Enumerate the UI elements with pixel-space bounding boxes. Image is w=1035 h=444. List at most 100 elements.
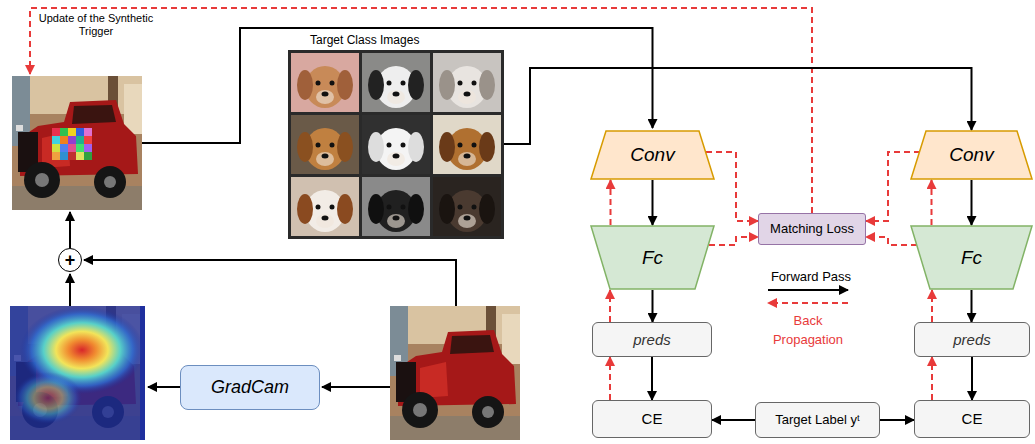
- gradcam-heatmap-part: [10, 306, 145, 440]
- target-class-grid-part: [291, 53, 359, 112]
- forward-wires: [70, 28, 848, 387]
- forward-arrow: [971, 180, 973, 225]
- synthetic-trigger-patch-part: [68, 136, 76, 144]
- backprop-wires: [30, 8, 848, 303]
- forward-wires-part: [84, 260, 456, 306]
- target-class-grid: [288, 50, 504, 239]
- target-class-grid-part: [362, 115, 430, 174]
- forward-wires-part: [142, 28, 653, 143]
- target-class-grid-part: [368, 128, 424, 170]
- forward-wires-part: [69, 274, 71, 306]
- forward-wires-part: [69, 212, 71, 248]
- backprop-arrow: [609, 357, 611, 400]
- target-class-grid-part: [368, 66, 424, 108]
- target-class-grid-part: [288, 50, 504, 239]
- backprop-arrow: [709, 237, 758, 245]
- synthetic-trigger-patch-part: [52, 152, 60, 160]
- node-label: +: [65, 251, 76, 269]
- conv-layer: Conv: [590, 130, 715, 180]
- conv-layer: Conv: [910, 130, 1033, 180]
- target-class-grid-part: [297, 190, 353, 232]
- connectors: [504, 68, 972, 420]
- node-label: CE: [962, 410, 983, 427]
- synthetic-trigger-patch: [52, 128, 92, 160]
- forward-arrow: [971, 290, 973, 322]
- backprop-wires-part: [768, 302, 848, 304]
- fc-layer: Fc: [590, 225, 715, 290]
- target-class-grid-part: [433, 53, 501, 112]
- node-label: preds: [633, 331, 671, 348]
- synthetic-trigger-patch-part: [60, 128, 68, 136]
- node-label: Conv: [949, 144, 993, 166]
- backprop-arrow: [931, 290, 933, 322]
- forward-wires-part: [768, 289, 848, 291]
- node-label: GradCam: [211, 377, 289, 398]
- input-image-part: [390, 306, 520, 440]
- target-class-grid-part: [439, 190, 495, 232]
- backprop-arrow: [931, 180, 933, 225]
- target-class-grid-part: [362, 177, 430, 236]
- backprop-wires-part: [30, 8, 812, 213]
- forward-wires-part: [148, 386, 180, 388]
- gradcam-heatmap-part: [14, 372, 82, 424]
- synthetic-trigger-patch-part: [60, 144, 68, 152]
- forward-arrow: [712, 419, 755, 421]
- image-grid: Target Class Images: [288, 34, 504, 239]
- synthetic-trigger-patch-part: [52, 144, 60, 152]
- target-class-grid-part: [362, 53, 430, 112]
- target-class-grid-part: [368, 190, 424, 232]
- process-box: GradCam: [180, 365, 320, 410]
- forward-arrow: [651, 357, 653, 400]
- synthetic-trigger-patch-part: [68, 152, 76, 160]
- node-label: Target Label yᵗ: [775, 413, 860, 428]
- target-class-grid-part: [291, 115, 359, 174]
- layer-outline: [591, 226, 714, 289]
- trigger-image: [12, 76, 142, 210]
- trigger-image-part: [12, 76, 142, 210]
- target-class-grid-part: [439, 128, 495, 170]
- synthetic-trigger-patch-part: [84, 128, 92, 136]
- node-label: Conv: [630, 144, 674, 166]
- synthetic-trigger-patch-part: [60, 136, 68, 144]
- legend-entry: Back Propagation: [762, 310, 854, 348]
- backprop-arrow: [866, 237, 917, 245]
- loss-box: CE: [592, 400, 712, 438]
- backprop-arrow: [609, 290, 611, 322]
- synthetic-trigger-patch-part: [76, 136, 84, 144]
- sum-circle: +: [58, 248, 82, 272]
- backprop-arrow: [866, 152, 920, 221]
- loss-box: Matching Loss: [758, 213, 866, 245]
- synthetic-trigger-patch-part: [84, 144, 92, 152]
- node-label: Target Class Images: [310, 34, 419, 48]
- synthetic-trigger-patch-part: [68, 144, 76, 152]
- target-class-grid-part: [439, 66, 495, 108]
- backprop-arrow: [931, 357, 933, 400]
- target-class-grid-part: [433, 115, 501, 174]
- input-image: [390, 306, 520, 440]
- node-label: Fc: [642, 247, 663, 269]
- forward-arrow: [971, 357, 973, 400]
- synthetic-trigger-patch-part: [84, 152, 92, 160]
- legend-label: Back Propagation: [773, 313, 843, 347]
- target-class-grid-part: [291, 177, 359, 236]
- forward-arrow: [504, 68, 972, 144]
- output-box: preds: [914, 322, 1030, 357]
- synthetic-trigger-patch-part: [76, 152, 84, 160]
- target-class-grid-part: [297, 128, 353, 170]
- label-box: Target Label yᵗ: [755, 402, 880, 438]
- loss-box: CE: [914, 400, 1030, 438]
- gradcam-heatmap: [10, 306, 145, 440]
- synthetic-trigger-patch-part: [68, 128, 76, 136]
- fc-layer: Fc: [910, 225, 1033, 290]
- layer-outline: [591, 131, 714, 179]
- synthetic-trigger-patch-part: [76, 144, 84, 152]
- annotation-label: Update of the Synthetic Trigger: [38, 12, 154, 38]
- backprop-arrow: [706, 152, 758, 221]
- node-label: Matching Loss: [770, 222, 854, 237]
- backprop-arrow: [610, 180, 612, 225]
- layer-outline: [911, 131, 1032, 179]
- target-class-grid-part: [297, 66, 353, 108]
